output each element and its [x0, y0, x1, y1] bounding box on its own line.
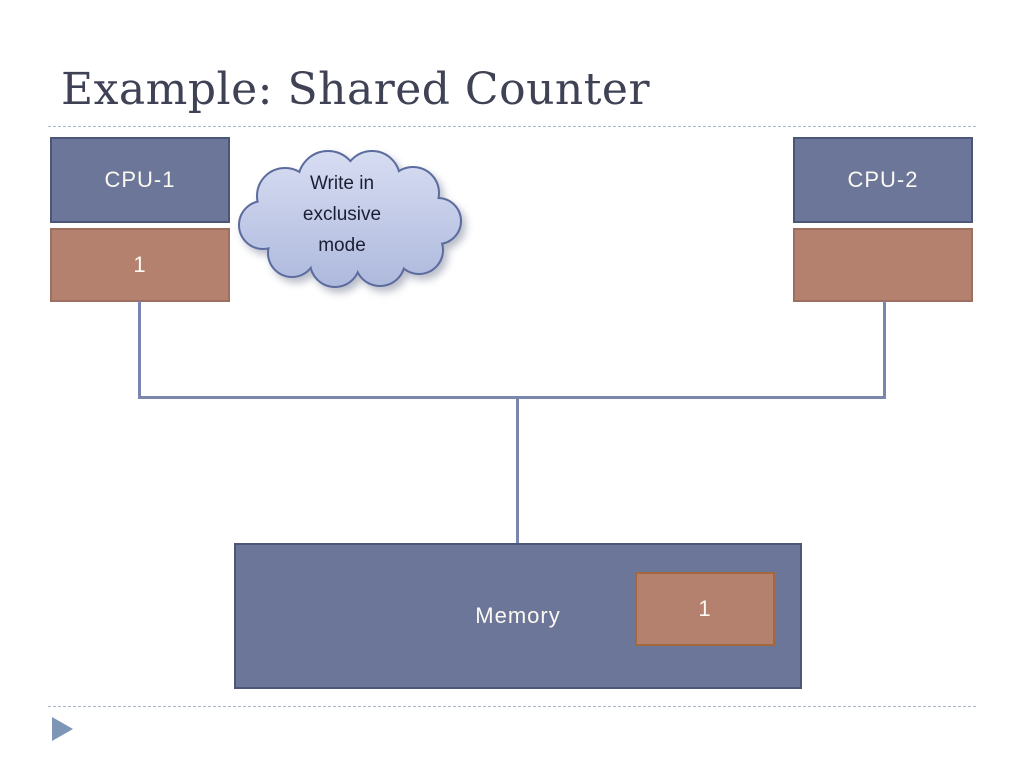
memory-label: Memory: [475, 603, 561, 628]
cpu1-box: CPU-1: [50, 137, 230, 223]
cloud-icon: [238, 150, 462, 288]
title-separator: [48, 126, 976, 127]
slide-title: Example: Shared Counter: [61, 64, 650, 115]
connector-bus-horizontal: [138, 396, 886, 399]
cpu1-label: CPU-1: [104, 167, 176, 192]
cpu1-value: 1: [133, 252, 147, 277]
play-triangle-icon: [52, 717, 73, 741]
connector-bus-memory: [516, 399, 519, 544]
cloud-callout-text: Write in exclusive mode: [302, 173, 382, 256]
cpu2-label: CPU-2: [847, 167, 919, 192]
memory-box: Memory: [234, 543, 802, 689]
footer-separator: [48, 706, 976, 707]
cpu2-value-box: [793, 228, 973, 302]
connector-cpu1-bus: [138, 301, 141, 399]
memory-value: 1: [698, 596, 712, 621]
memory-value-box: 1: [635, 572, 775, 646]
cpu1-value-box: 1: [50, 228, 230, 302]
connector-cpu2-bus: [883, 301, 886, 399]
cpu2-box: CPU-2: [793, 137, 973, 223]
